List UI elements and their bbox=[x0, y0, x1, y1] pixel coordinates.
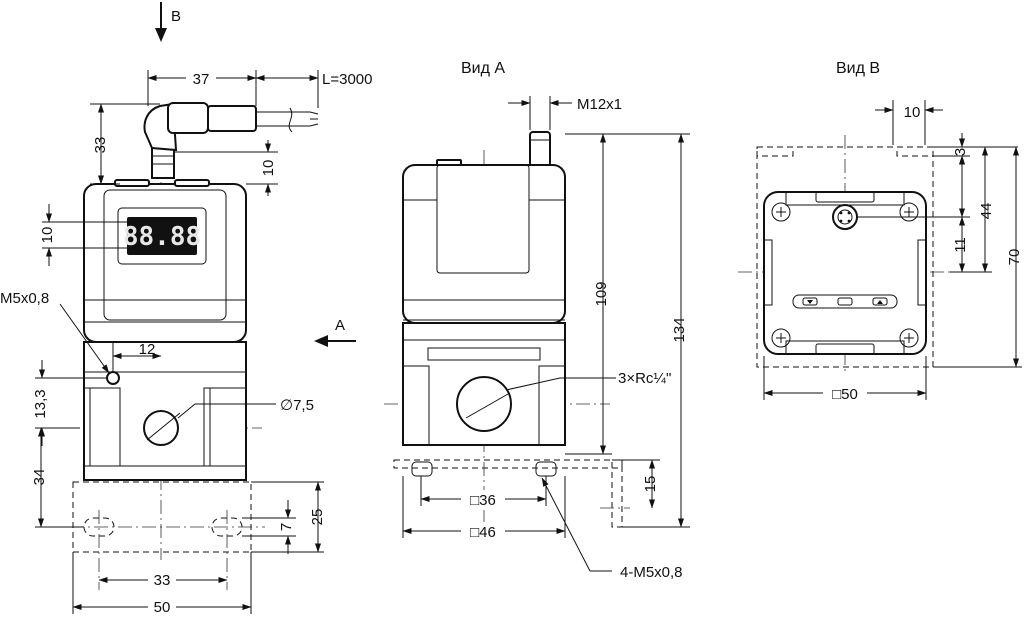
dim-33-bottom: 33 bbox=[154, 572, 171, 589]
dim-109: 109 bbox=[593, 281, 610, 306]
dim-sq46: □46 bbox=[470, 524, 496, 541]
dim-diameter: ∅7,5 bbox=[280, 397, 314, 414]
front-view: B A bbox=[0, 2, 372, 616]
dim-sq36: □36 bbox=[470, 492, 496, 509]
label-port-thread: 3×Rc¼" bbox=[618, 370, 671, 387]
title-view-b: Вид B bbox=[836, 60, 880, 77]
dim-12: 12 bbox=[139, 341, 156, 358]
dim-11: 11 bbox=[952, 237, 969, 253]
port-hole bbox=[143, 410, 179, 446]
dim-34: 34 bbox=[31, 469, 48, 486]
dim-25: 25 bbox=[309, 509, 326, 526]
front-dimensions: 37 L=3000 33 10 10 M5x0,8 bbox=[0, 68, 372, 616]
display-digits: 88.88 bbox=[123, 222, 201, 252]
label-m5-thread: M5x0,8 bbox=[0, 290, 49, 307]
dim-sq50: □50 bbox=[832, 386, 858, 403]
dim-10-connector: 10 bbox=[260, 160, 277, 177]
dim-37: 37 bbox=[193, 71, 210, 88]
screw-top-right bbox=[899, 202, 919, 222]
dim-10-top: 10 bbox=[904, 104, 921, 121]
screw-top-left bbox=[771, 202, 791, 222]
button-up[interactable] bbox=[872, 297, 888, 306]
dim-3: 3 bbox=[952, 148, 969, 156]
mounting-bracket bbox=[70, 481, 265, 590]
view-a-marker: A bbox=[335, 317, 345, 334]
regulator-body-front: 88.88 bbox=[83, 179, 247, 481]
dim-10-display: 10 bbox=[39, 227, 56, 244]
top-view-b: Вид B bbox=[738, 60, 1023, 403]
label-m12-thread: M12x1 bbox=[577, 96, 622, 113]
dim-13-3: 13,3 bbox=[32, 389, 49, 418]
screw-bottom-left bbox=[771, 328, 791, 348]
cable-connector bbox=[143, 102, 319, 179]
side-dimensions: M12x1 109 134 3×Rc¼" 15 □36 bbox=[402, 96, 690, 581]
display-screen bbox=[127, 217, 197, 255]
view-b-marker: B bbox=[171, 8, 181, 25]
dim-50-bottom: 50 bbox=[154, 599, 171, 616]
dim-70: 70 bbox=[1006, 249, 1023, 266]
dim-134: 134 bbox=[671, 317, 688, 342]
down-arrow-icon bbox=[807, 300, 813, 304]
label-bolts: 4-M5x0,8 bbox=[620, 564, 683, 581]
dim-44: 44 bbox=[978, 203, 995, 220]
top-dimensions: 10 3 44 11 70 □50 bbox=[763, 100, 1023, 403]
dim-cable-length: L=3000 bbox=[322, 71, 372, 88]
side-view-a: Вид A bbox=[384, 60, 690, 581]
up-arrow-icon bbox=[877, 300, 883, 304]
regulator-body-top bbox=[763, 191, 927, 355]
regulator-body-side bbox=[402, 131, 566, 477]
button-down[interactable] bbox=[802, 297, 818, 306]
dim-15: 15 bbox=[642, 476, 659, 493]
button-set[interactable] bbox=[837, 297, 853, 306]
screw-bottom-right bbox=[899, 328, 919, 348]
dim-7: 7 bbox=[278, 523, 295, 531]
button-panel bbox=[792, 294, 898, 309]
dim-33-height: 33 bbox=[92, 137, 109, 154]
title-view-a: Вид A bbox=[461, 60, 505, 77]
